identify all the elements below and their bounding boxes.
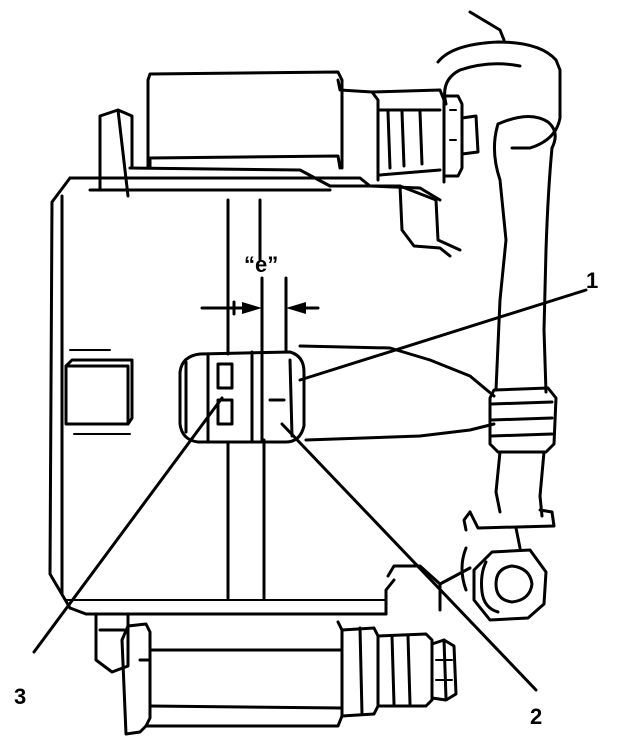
dimension-e-label: “e” (244, 252, 278, 277)
callout-3-label: 3 (14, 684, 26, 709)
caliper-side-window (64, 349, 134, 435)
leader-line-3 (32, 396, 224, 654)
caliper-top-block (98, 70, 446, 198)
hose-bracket (462, 508, 556, 550)
brake-hose (436, 10, 562, 518)
upper-bolt (442, 94, 480, 178)
body-guide-lines (298, 344, 496, 442)
caliper-bottom-block (94, 614, 458, 736)
leader-line-1 (298, 288, 588, 382)
pad-inspection-window (178, 350, 306, 444)
banjo-bolt (460, 546, 548, 622)
dimension-e-marker (200, 276, 320, 354)
callout-1-label: 1 (586, 268, 598, 293)
caliper-body (48, 176, 472, 616)
callout-2-label: 2 (530, 704, 542, 729)
leader-line-2 (280, 422, 538, 692)
leader-lines (32, 288, 588, 692)
